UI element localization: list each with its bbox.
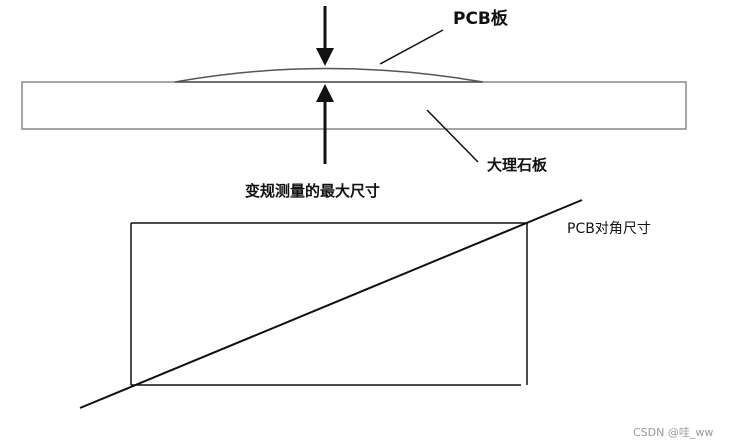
max-warp-label: 变规测量的最大尺寸: [245, 182, 380, 200]
marble-slab-label: 大理石板: [487, 156, 548, 174]
pcb-board-warped: [174, 67, 484, 83]
marble-slab-leader-line: [426, 109, 479, 163]
watermark-text: CSDN @哇_ww: [633, 426, 713, 439]
marble-slab: [21, 81, 687, 130]
pcb-diagonal-line: [79, 199, 583, 409]
pcb-board-label: PCB板: [453, 8, 509, 29]
pcb-board-leader-line: [379, 29, 444, 65]
pcb-outline-rect: [130, 222, 528, 386]
pcb-diagonal-label: PCB对角尺寸: [567, 221, 651, 237]
arrow-down-icon: [316, 6, 334, 66]
arrow-up-icon: [316, 84, 334, 164]
